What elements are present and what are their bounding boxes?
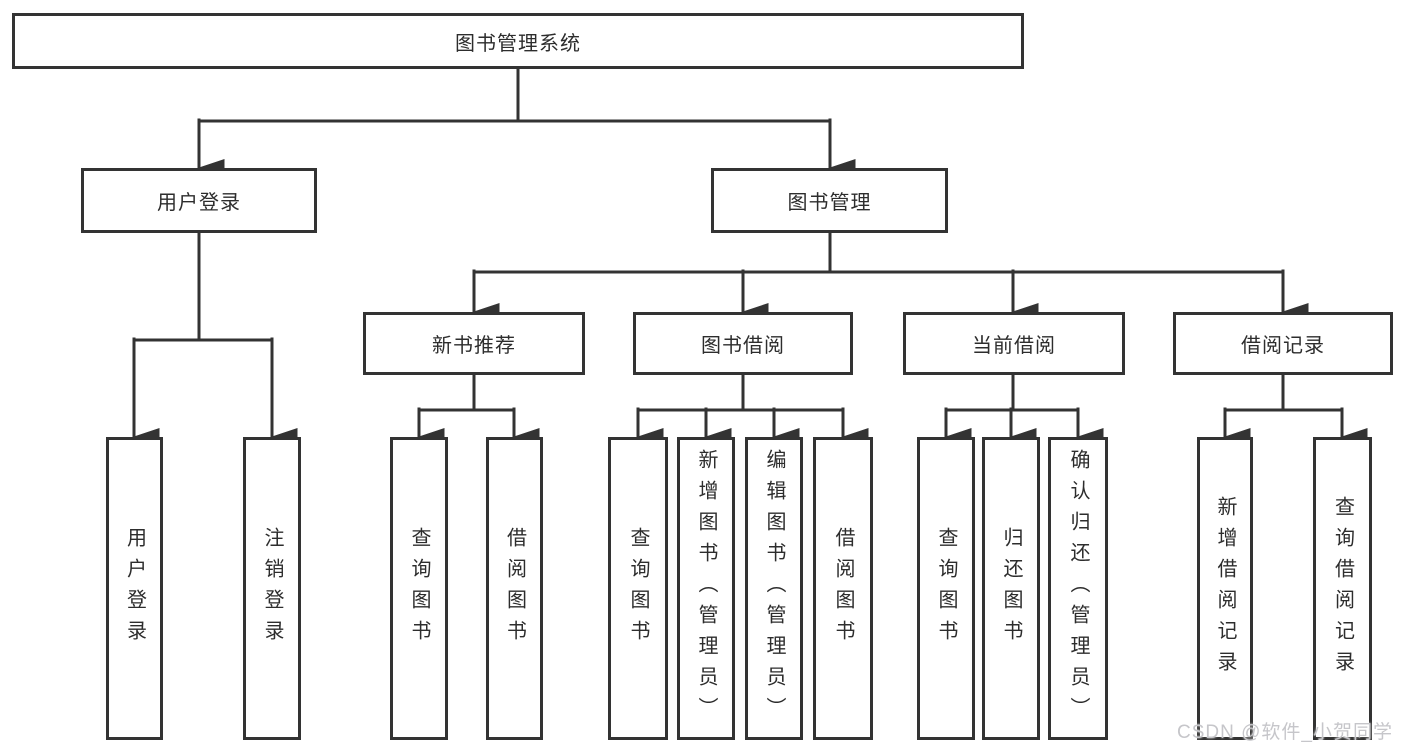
leaf-cb-query-books-label: 查询图书 <box>935 526 957 651</box>
node-current-borrowing-label: 当前借阅 <box>972 335 1056 357</box>
node-book-borrowing-label: 图书借阅 <box>701 335 785 357</box>
leaf-logout-label: 注销登录 <box>261 526 283 651</box>
connector-borrow-records-bus <box>1223 373 1344 412</box>
leaf-cb-query-books: 查询图书 <box>917 437 975 740</box>
node-borrow-records: 借阅记录 <box>1173 312 1393 375</box>
leaf-bb-edit-books-admin: 编辑图书（管理员） <box>745 437 803 740</box>
leaf-user-login-label: 用户登录 <box>123 526 146 651</box>
leaf-bb-edit-books-admin-label: 编辑图书（管理员） <box>763 449 785 728</box>
leaf-nb-borrow-books: 借阅图书 <box>486 437 543 740</box>
node-current-borrowing: 当前借阅 <box>903 312 1125 375</box>
connector-root-bus <box>197 67 832 123</box>
leaf-bb-borrow-books: 借阅图书 <box>813 437 873 740</box>
connector-user-login-bus <box>132 231 274 342</box>
leaf-nb-query-books: 查询图书 <box>390 437 448 740</box>
leaf-bb-query-books-label: 查询图书 <box>627 526 649 651</box>
node-user-login-label: 用户登录 <box>157 192 241 214</box>
node-borrow-records-label: 借阅记录 <box>1241 335 1325 357</box>
watermark: CSDN @软件_小贺同学 <box>1177 722 1393 743</box>
node-new-book-recommendation: 新书推荐 <box>363 312 585 375</box>
leaf-br-query-record: 查询借阅记录 <box>1313 437 1372 740</box>
leaf-bb-add-books-admin: 新增图书（管理员） <box>677 437 735 740</box>
leaf-logout: 注销登录 <box>243 437 301 740</box>
leaf-bb-add-books-admin-label: 新增图书（管理员） <box>695 449 717 728</box>
leaf-bb-query-books: 查询图书 <box>608 437 668 740</box>
node-book-management-label: 图书管理 <box>787 192 872 214</box>
leaf-cb-return-books-label: 归还图书 <box>1000 526 1022 651</box>
leaf-nb-query-books-label: 查询图书 <box>408 526 430 651</box>
leaf-br-query-record-label: 查询借阅记录 <box>1331 495 1354 682</box>
connector-book-borrow-bus <box>636 373 845 412</box>
connector-current-borrow-bus <box>944 373 1080 412</box>
leaf-cb-confirm-return-admin-label: 确认归还（管理员） <box>1067 449 1089 728</box>
connector-new-book-bus <box>417 373 516 412</box>
leaf-nb-borrow-books-label: 借阅图书 <box>503 526 526 651</box>
node-root-label: 图书管理系统 <box>455 32 581 55</box>
leaf-br-add-record-label: 新增借阅记录 <box>1214 495 1236 682</box>
leaf-cb-return-books: 归还图书 <box>982 437 1040 740</box>
node-book-management: 图书管理 <box>711 168 948 233</box>
node-new-book-recommendation-label: 新书推荐 <box>432 335 516 357</box>
leaf-user-login: 用户登录 <box>106 437 163 740</box>
leaf-bb-borrow-books-label: 借阅图书 <box>832 526 854 651</box>
node-user-login: 用户登录 <box>81 168 317 233</box>
node-root-library-system: 图书管理系统 <box>12 13 1024 69</box>
node-book-borrowing: 图书借阅 <box>633 312 853 375</box>
connector-book-management-bus <box>472 231 1285 274</box>
leaf-cb-confirm-return-admin: 确认归还（管理员） <box>1048 437 1108 740</box>
leaf-br-add-record: 新增借阅记录 <box>1197 437 1253 740</box>
